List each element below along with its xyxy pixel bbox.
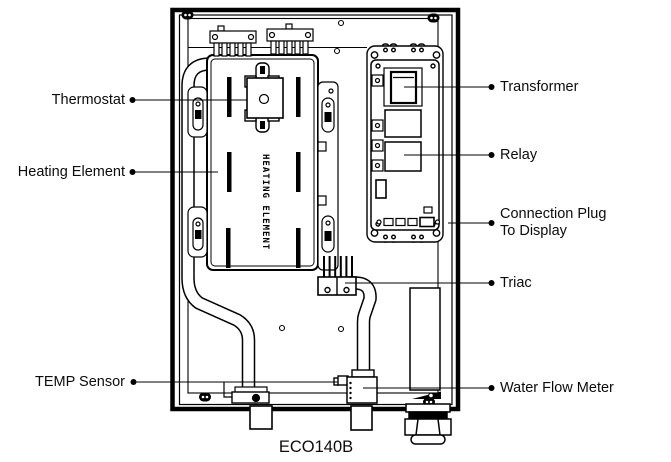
inlet-stub: [249, 405, 273, 430]
water-flow-meter-component: [333, 369, 378, 404]
enclosure-inner-wall: [178, 14, 453, 406]
board-standoffs: [371, 74, 384, 172]
label-transformer: Transformer: [500, 79, 579, 95]
enclosure: [170, 7, 461, 412]
thermostat-component: [244, 62, 284, 133]
model-caption: ECO140B: [278, 438, 354, 456]
fuse-component: [375, 179, 387, 199]
heating-element-stamp: HEATING ELEMENT: [260, 154, 270, 251]
thermostat-dial: [258, 93, 270, 105]
leader-dots: [129, 84, 495, 391]
leader-lines: [129, 84, 495, 391]
temp-sensor-probe: [251, 393, 261, 403]
label-connection-plug-line2: To Display: [500, 222, 567, 239]
corner-screws: [181, 10, 440, 407]
label-connection-plug: Connection Plug To Display: [500, 206, 630, 239]
reservoir-plate: [409, 287, 441, 399]
label-thermostat: Thermostat: [51, 92, 125, 108]
label-heating-element: Heating Element: [17, 164, 125, 180]
heating-element-plate: [206, 54, 319, 271]
control-board: [366, 43, 444, 243]
label-temp-sensor: TEMP Sensor: [35, 374, 125, 390]
terminal-blocks: [209, 23, 314, 57]
ground-clamp: [412, 391, 441, 399]
vent-slots: [226, 77, 301, 268]
outlet-stub: [350, 405, 373, 431]
label-connection-plug-line1: Connection Plug: [500, 206, 607, 222]
capacitor-box: [384, 109, 422, 138]
temp-sensor-fitting: [223, 382, 270, 404]
display-connector: [376, 206, 441, 228]
label-water-flow-meter: Water Flow Meter: [500, 380, 614, 396]
relay-component: [384, 141, 422, 172]
label-triac: Triac: [500, 275, 532, 291]
triac-pipe: [348, 276, 377, 372]
enclosure-outer-wall: [170, 7, 461, 412]
label-relay: Relay: [500, 147, 538, 163]
inlet-pipe: [181, 57, 256, 388]
triac-component: [317, 256, 357, 296]
cable-gland: [404, 403, 452, 445]
